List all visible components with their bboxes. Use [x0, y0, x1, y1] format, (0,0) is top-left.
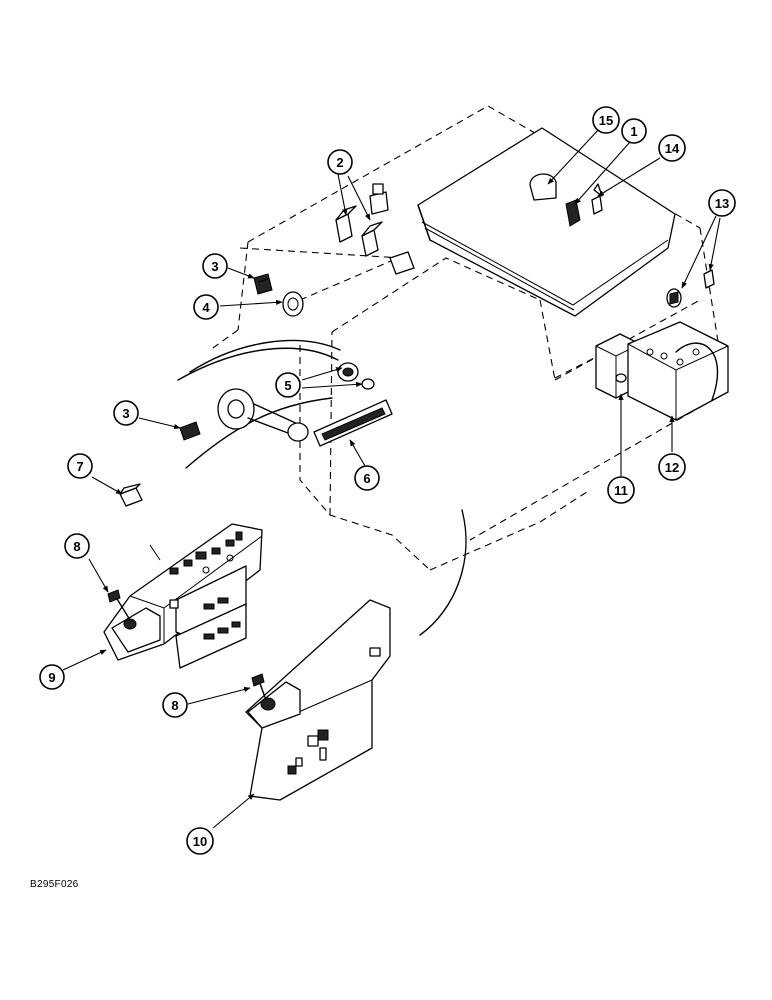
rocker-switch-lower	[179, 421, 201, 441]
callout-12: 12	[658, 453, 686, 481]
callout-10: 10	[186, 827, 214, 855]
console-arcs	[149, 339, 467, 636]
svg-text:10: 10	[193, 834, 207, 849]
callout-14: 14	[658, 134, 686, 162]
svg-text:8: 8	[171, 698, 178, 713]
callout-3-lower: 3	[113, 400, 139, 426]
svg-text:4: 4	[202, 300, 210, 315]
svg-text:3: 3	[211, 259, 218, 274]
svg-text:8: 8	[73, 539, 80, 554]
callout-9: 9	[39, 664, 65, 690]
svg-text:1: 1	[630, 124, 637, 139]
right-console-10	[245, 599, 391, 801]
rocker-switch-upper	[253, 273, 273, 295]
battery-box-12	[627, 321, 729, 421]
callout-7: 7	[67, 453, 93, 479]
roof-panel	[417, 127, 676, 317]
svg-text:13: 13	[715, 196, 729, 211]
callout-6: 6	[354, 465, 380, 491]
callout-8-left: 8	[64, 533, 90, 559]
steering-column	[217, 388, 309, 442]
svg-text:12: 12	[665, 460, 679, 475]
switch-group-2	[335, 183, 415, 275]
knobs-5	[337, 362, 375, 390]
svg-text:3: 3	[122, 406, 129, 421]
svg-text:6: 6	[363, 471, 370, 486]
callout-15: 15	[592, 106, 620, 134]
svg-text:11: 11	[614, 483, 628, 498]
svg-text:9: 9	[48, 670, 55, 685]
svg-text:7: 7	[76, 459, 83, 474]
callout-1: 1	[621, 118, 647, 144]
left-console-9	[103, 523, 263, 669]
svg-text:5: 5	[284, 378, 291, 393]
svg-text:15: 15	[599, 113, 613, 128]
figure-code: B295F026	[30, 879, 79, 890]
callout-8-right: 8	[162, 692, 188, 718]
callout-13: 13	[708, 189, 736, 217]
switch-13	[666, 269, 715, 308]
switch-cap-7	[119, 483, 143, 507]
svg-text:2: 2	[336, 155, 343, 170]
svg-text:14: 14	[665, 141, 680, 156]
callout-2: 2	[327, 149, 353, 175]
callout-3-upper: 3	[202, 253, 228, 279]
slotted-panel-6	[313, 399, 393, 447]
callout-4: 4	[193, 294, 219, 320]
callout-5: 5	[275, 372, 301, 398]
round-gauge	[282, 291, 304, 317]
callout-11: 11	[607, 476, 635, 504]
leader-lines	[62, 127, 721, 829]
